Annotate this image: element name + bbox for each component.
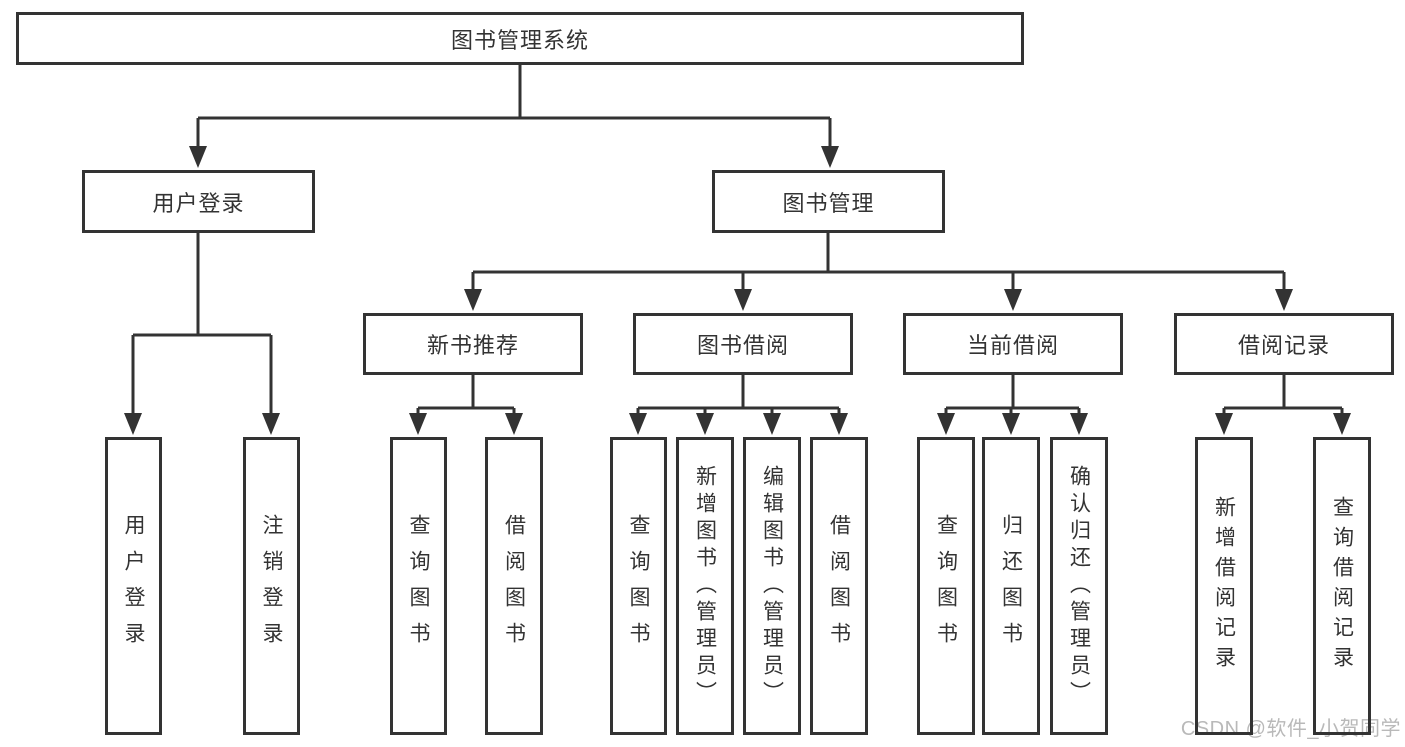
leaf-query-borrow-record: 查询借阅记录 (1313, 437, 1371, 735)
leaf-confirm-return-admin: 确认归还（管理员） (1050, 437, 1108, 735)
leaf-label: 确认归还（管理员） (1067, 464, 1091, 708)
node-label: 新书推荐 (426, 333, 519, 358)
node-library-management-system: 图书管理系统 (16, 12, 1024, 65)
leaf-borrow-books-recommend: 借阅图书 (485, 437, 543, 735)
node-label: 用户登录 (152, 190, 245, 216)
node-label: 图书借阅 (696, 333, 789, 358)
tree-edges (131, 65, 1344, 417)
node-book-management: 图书管理 (712, 170, 945, 233)
leaf-query-books-recommend: 查询图书 (390, 437, 447, 735)
node-book-borrowing: 图书借阅 (633, 313, 853, 375)
node-user-login: 用户登录 (82, 170, 315, 233)
leaf-label: 借阅图书 (827, 514, 851, 658)
leaf-return-books: 归还图书 (982, 437, 1040, 735)
leaf-label: 新增借阅记录 (1212, 496, 1236, 676)
node-current-borrowing: 当前借阅 (903, 313, 1123, 375)
leaf-label: 编辑图书（管理员） (760, 464, 784, 708)
leaf-label: 新增图书（管理员） (693, 464, 717, 708)
leaf-user-login: 用户登录 (105, 437, 162, 735)
leaf-label: 借阅图书 (502, 514, 526, 658)
node-borrowing-records: 借阅记录 (1174, 313, 1394, 375)
leaf-label: 查询图书 (407, 514, 430, 658)
node-label: 图书管理 (782, 190, 875, 216)
node-label: 图书管理系统 (450, 27, 589, 53)
leaf-label: 注销登录 (260, 514, 283, 658)
leaf-query-books-current: 查询图书 (917, 437, 975, 735)
leaf-label: 查询借阅记录 (1330, 496, 1354, 676)
leaf-label: 用户登录 (122, 514, 145, 658)
watermark-text: CSDN @软件_小贺同学 (1180, 718, 1401, 740)
leaf-add-borrow-record: 新增借阅记录 (1195, 437, 1253, 735)
leaf-query-books-borrowing: 查询图书 (610, 437, 667, 735)
leaf-add-book-admin: 新增图书（管理员） (676, 437, 734, 735)
leaf-label: 查询图书 (934, 514, 958, 658)
leaf-borrow-books-borrowing: 借阅图书 (810, 437, 868, 735)
leaf-logout: 注销登录 (243, 437, 300, 735)
node-label: 借阅记录 (1237, 333, 1330, 358)
leaf-label: 查询图书 (627, 514, 650, 658)
arrow-heads (124, 146, 1351, 435)
leaf-label: 归还图书 (999, 514, 1023, 658)
leaf-edit-book-admin: 编辑图书（管理员） (743, 437, 801, 735)
node-label: 当前借阅 (966, 333, 1059, 358)
node-new-book-recommendation: 新书推荐 (363, 313, 583, 375)
